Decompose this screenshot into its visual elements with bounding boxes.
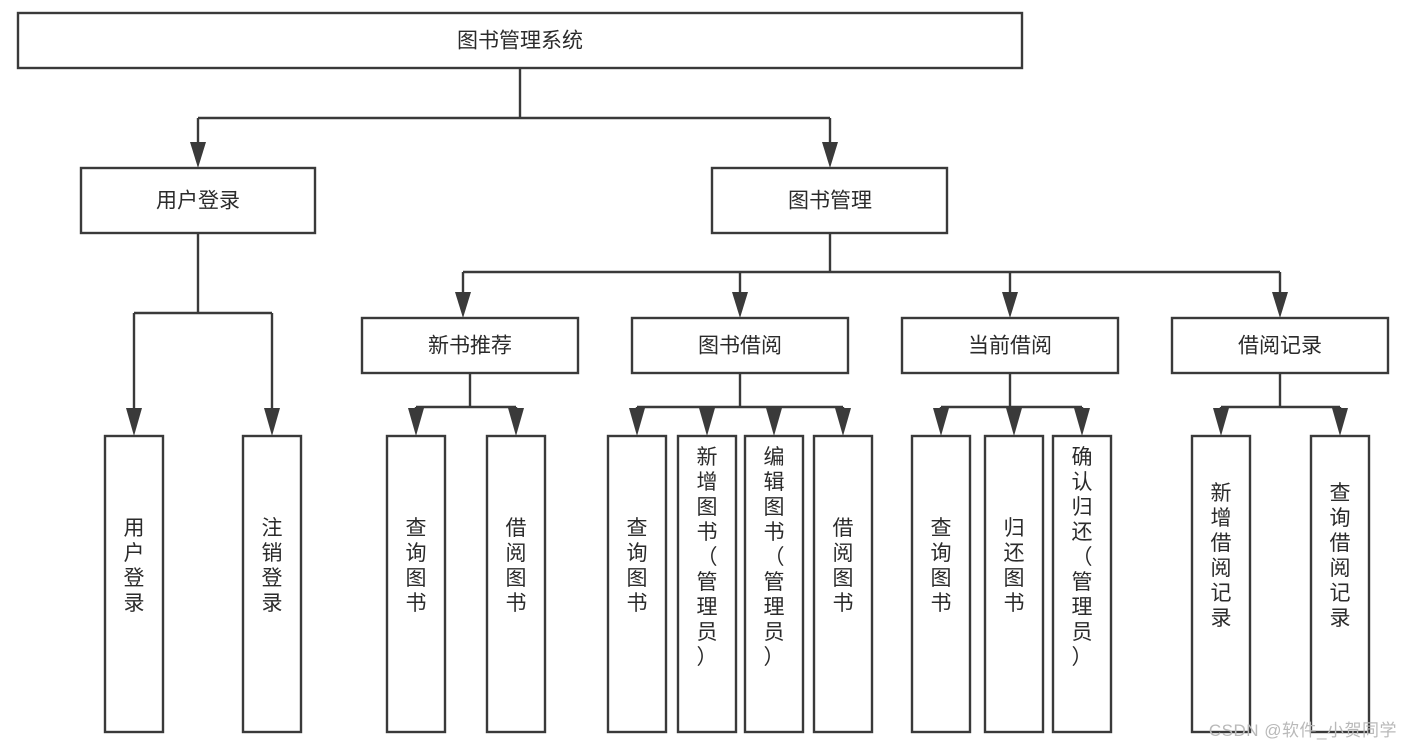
arrow-head-leaf-query-book-2: [629, 408, 645, 436]
arrow-head-leaf-confirm-return-admin: [1074, 408, 1090, 436]
leaf-query-book-2-box[interactable]: [606, 434, 668, 734]
node-book-manage[interactable]: 图书管理: [710, 166, 949, 235]
arrow-head-leaf-borrow-book-2: [835, 408, 851, 436]
node-borrow-record-label: 借阅记录: [1238, 335, 1322, 358]
leaf-add-book-admin[interactable]: 新增图书（管理员）: [676, 434, 738, 734]
leaf-query-borrow-record-box[interactable]: [1309, 434, 1371, 734]
arrow-head-borrow-record: [1272, 292, 1288, 318]
arrow-head-leaf-borrow-book-1: [508, 408, 524, 436]
connector-group-root: [190, 68, 838, 168]
node-root-label: 图书管理系统: [457, 30, 583, 53]
leaf-edit-book-admin-box[interactable]: [743, 434, 805, 734]
leaf-logout-login-box[interactable]: [241, 434, 303, 734]
leaf-logout-login-label: 注销登录: [262, 517, 283, 615]
leaf-user-login[interactable]: 用户登录: [103, 434, 165, 734]
leaf-borrow-book-1-box[interactable]: [485, 434, 547, 734]
arrow-head-book-borrow: [732, 292, 748, 318]
leaf-confirm-return-admin[interactable]: 确认归还（管理员）: [1051, 434, 1113, 734]
node-user-login-label: 用户登录: [156, 190, 240, 213]
node-new-book-recommend-box[interactable]: [360, 316, 580, 375]
leaf-user-login-label: 用户登录: [124, 517, 145, 615]
leaf-logout-login[interactable]: 注销登录: [241, 434, 303, 734]
node-book-borrow-box[interactable]: [630, 316, 850, 375]
node-book-borrow-label: 图书借阅: [698, 335, 782, 358]
leaf-confirm-return-admin-label: 确认归还（管理员）: [1072, 446, 1093, 669]
connector-group-new-book-recommend: [408, 373, 524, 436]
leaf-query-book-1-label: 查询图书: [406, 517, 427, 615]
leaf-return-book-label: 归还图书: [1004, 517, 1025, 615]
leaf-return-book-box[interactable]: [983, 434, 1045, 734]
leaf-borrow-book-1[interactable]: 借阅图书: [485, 434, 547, 734]
leaf-query-book-2[interactable]: 查询图书: [606, 434, 668, 734]
arrow-head-book-manage: [822, 142, 838, 168]
node-new-book-recommend-label: 新书推荐: [428, 335, 512, 358]
leaf-query-borrow-record[interactable]: 查询借阅记录: [1309, 434, 1371, 734]
node-borrow-record-box[interactable]: [1170, 316, 1390, 375]
leaf-query-book-3-box[interactable]: [910, 434, 972, 734]
arrow-head-leaf-user-login: [126, 408, 142, 436]
arrow-head-leaf-add-book-admin: [699, 408, 715, 436]
connector-group-book-borrow: [629, 373, 851, 436]
csdn-watermark: CSDN @软件_小贺同学: [1208, 721, 1397, 740]
leaf-query-book-2-label: 查询图书: [627, 517, 648, 615]
leaf-edit-book-admin-label: 编辑图书（管理员）: [764, 446, 785, 669]
node-user-login[interactable]: 用户登录: [79, 166, 317, 235]
node-borrow-record[interactable]: 借阅记录: [1170, 316, 1390, 375]
leaf-confirm-return-admin-box[interactable]: [1051, 434, 1113, 734]
arrow-head-leaf-query-borrow-record: [1332, 408, 1348, 436]
node-book-manage-label: 图书管理: [788, 190, 872, 213]
node-book-borrow[interactable]: 图书借阅: [630, 316, 850, 375]
connector-group-user-login: [126, 233, 280, 436]
leaf-edit-book-admin[interactable]: 编辑图书（管理员）: [743, 434, 805, 734]
arrow-head-leaf-query-book-3: [933, 408, 949, 436]
leaf-borrow-book-1-label: 借阅图书: [506, 517, 527, 615]
leaf-query-book-1[interactable]: 查询图书: [385, 434, 447, 734]
leaf-borrow-book-2-label: 借阅图书: [833, 517, 854, 615]
arrow-head-leaf-add-borrow-record: [1213, 408, 1229, 436]
leaf-add-borrow-record-label: 新增借阅记录: [1211, 482, 1232, 630]
leaf-borrow-book-2[interactable]: 借阅图书: [812, 434, 874, 734]
node-current-borrow-label: 当前借阅: [968, 335, 1052, 358]
leaf-query-book-3-label: 查询图书: [931, 517, 952, 615]
leaf-add-book-admin-box[interactable]: [676, 434, 738, 734]
node-root-box[interactable]: [16, 11, 1024, 70]
node-book-manage-box[interactable]: [710, 166, 949, 235]
connector-group-borrow-record: [1213, 373, 1348, 436]
arrow-head-leaf-return-book: [1006, 408, 1022, 436]
leaf-query-book-1-box[interactable]: [385, 434, 447, 734]
leaf-add-borrow-record-box[interactable]: [1190, 434, 1252, 734]
connector-group-current-borrow: [933, 373, 1090, 436]
node-current-borrow-box[interactable]: [900, 316, 1120, 375]
leaf-return-book[interactable]: 归还图书: [983, 434, 1045, 734]
leaf-user-login-box[interactable]: [103, 434, 165, 734]
node-current-borrow[interactable]: 当前借阅: [900, 316, 1120, 375]
connector-group-book-manage: [455, 233, 1288, 318]
leaf-query-borrow-record-label: 查询借阅记录: [1330, 482, 1351, 630]
arrow-head-new-book-recommend: [455, 292, 471, 318]
node-user-login-box[interactable]: [79, 166, 317, 235]
leaf-add-borrow-record[interactable]: 新增借阅记录: [1190, 434, 1252, 734]
leaf-borrow-book-2-box[interactable]: [812, 434, 874, 734]
arrow-head-leaf-query-book-1: [408, 408, 424, 436]
leaf-add-book-admin-label: 新增图书（管理员）: [697, 446, 718, 669]
arrow-head-current-borrow: [1002, 292, 1018, 318]
arrow-head-leaf-edit-book-admin: [766, 408, 782, 436]
arrow-head-user-login: [190, 142, 206, 168]
node-new-book-recommend[interactable]: 新书推荐: [360, 316, 580, 375]
node-root[interactable]: 图书管理系统: [16, 11, 1024, 70]
arrow-head-leaf-logout-login: [264, 408, 280, 436]
leaf-query-book-3[interactable]: 查询图书: [910, 434, 972, 734]
